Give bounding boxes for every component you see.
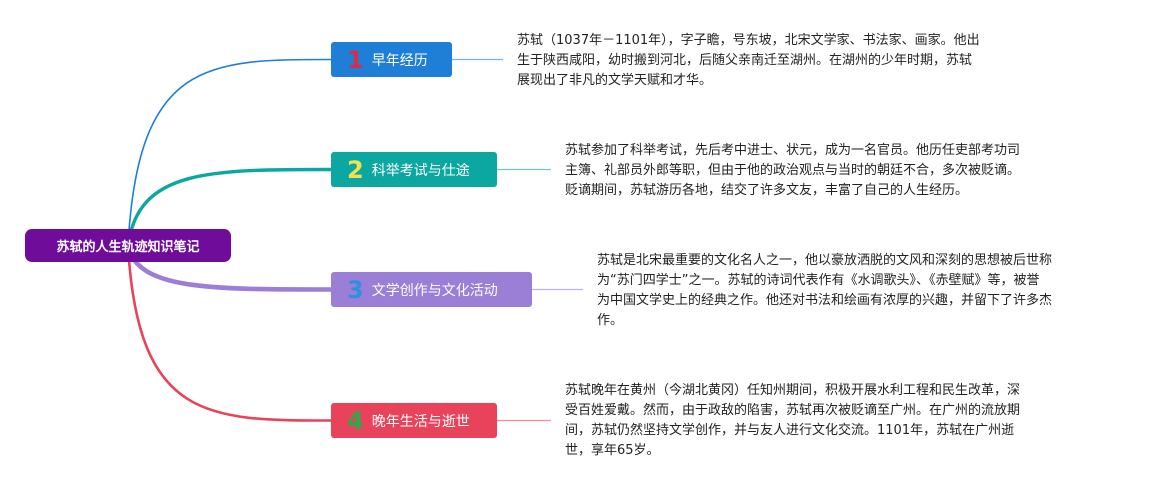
note-line: 贬谪期间，苏轼游历各地，结交了许多文友，丰富了自己的人生经历。 <box>565 183 969 198</box>
branch-early-years[interactable]: 1 早年经历 <box>331 42 452 77</box>
note-line: 展现出了非凡的文学天赋和才华。 <box>517 73 713 88</box>
branch-label: 晚年生活与逝世 <box>371 413 470 430</box>
branch-label: 文学创作与文化活动 <box>371 282 498 299</box>
note-line: 为中国文学史上的经典之作。他还对书法和绘画有浓厚的兴趣，并留下了许多杰 <box>597 293 1053 308</box>
note-line: 主簿、礼部员外郎等职，但由于他的政治观点与当时的朝廷不合，多次被贬谪。 <box>565 163 1021 178</box>
note-line: 受百姓爱戴。然而，由于政敌的陷害，苏轼再次被贬谪至广州。在广州的流放期 <box>565 403 1021 418</box>
note-line: 生于陕西咸阳，幼时搬到河北，后随父亲南迁至湖州。在湖州的少年时期，苏轼 <box>517 53 973 68</box>
branch-label: 科举考试与仕途 <box>371 162 470 179</box>
note-line: 苏轼（1037年－1101年），字子瞻，号东坡，北宋文学家、书法家、画家。他出 <box>517 33 980 48</box>
branch-imperial-exam-career[interactable]: 2 科举考试与仕途 <box>331 152 497 187</box>
note-literary-creation: 苏轼是北宋最重要的文化名人之一，他以豪放洒脱的文风和深刻的思想被后世称 为“苏门… <box>597 251 1052 331</box>
note-line: 苏轼参加了科举考试，先后考中进士、状元，成为一名官员。他历任吏部考功司 <box>565 143 1021 158</box>
branch-late-life[interactable]: 4 晚年生活与逝世 <box>331 403 497 438</box>
note-line: 间，苏轼仍然坚持文学创作，并与友人进行文化交流。1101年，苏轼在广州逝 <box>565 423 1015 438</box>
branch-label: 早年经历 <box>371 52 428 69</box>
note-line: 作。 <box>597 313 624 328</box>
branch-literary-creation[interactable]: 3 文学创作与文化活动 <box>331 272 532 307</box>
note-early-years: 苏轼（1037年－1101年），字子瞻，号东坡，北宋文学家、书法家、画家。他出 … <box>517 31 980 91</box>
note-line: 苏轼是北宋最重要的文化名人之一，他以豪放洒脱的文风和深刻的思想被后世称 <box>597 253 1053 268</box>
branch-connector-2 <box>126 167 333 248</box>
note-line: 为“苏门四学士”之一。苏轼的诗词代表作有《水调歌头》、《赤壁赋》等，被誉 <box>597 273 1040 288</box>
note-late-life: 苏轼晚年在黄州（今湖北黄冈）任知州期间，积极开展水利工程和民生改革，深 受百姓爱… <box>565 381 1020 461</box>
note-imperial-exam-career: 苏轼参加了科举考试，先后考中进士、状元，成为一名官员。他历任吏部考功司 主簿、礼… <box>565 141 1020 201</box>
note-line: 世，享年65岁。 <box>565 443 660 458</box>
branch-number-2: 2 <box>347 155 364 184</box>
branch-connector-1 <box>127 58 332 247</box>
branch-number-4: 4 <box>347 406 364 435</box>
root-topic[interactable]: 苏轼的人生轨迹知识笔记 <box>25 229 231 262</box>
branch-number-1: 1 <box>347 45 364 74</box>
branch-number-3: 3 <box>347 275 364 304</box>
branch-connector-4 <box>126 244 333 422</box>
note-line: 苏轼晚年在黄州（今湖北黄冈）任知州期间，积极开展水利工程和民生改革，深 <box>565 383 1021 398</box>
